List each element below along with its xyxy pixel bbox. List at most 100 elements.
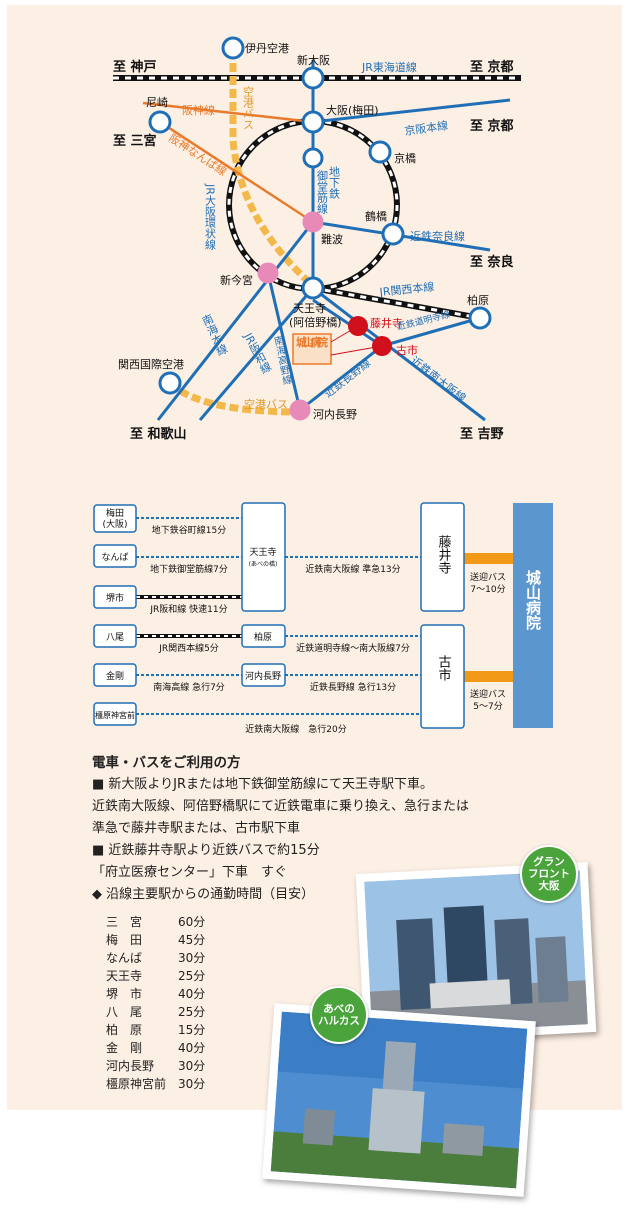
airport-bus-route-south xyxy=(167,380,301,416)
harukas-image xyxy=(270,1011,528,1189)
station-box-furuichi xyxy=(420,624,465,729)
hanshin-namba-line xyxy=(159,120,314,224)
station-tsuruhashi xyxy=(381,222,405,246)
station-fujiidera xyxy=(348,316,368,336)
label-kintetsu-nara: 近鉄奈良線 xyxy=(410,229,465,243)
label-kix: 関西国際空港 xyxy=(118,357,184,371)
label-tokaido: JR東海道線 xyxy=(361,60,417,74)
badge-harukas: あべのハルカス xyxy=(310,986,368,1044)
label-airport-bus2: 空港バス xyxy=(244,397,288,411)
station-kyobashi xyxy=(368,140,392,164)
dest-nara: 至 奈良 xyxy=(470,254,514,270)
label-namba: 難波 xyxy=(321,233,343,246)
route-diagram: 城山病院 梅田 (大阪) なんば 堺市 八尾 xyxy=(93,502,553,735)
hospital-box xyxy=(292,333,332,365)
station-osaka xyxy=(301,110,325,134)
origin-umeda-label2: (大阪) xyxy=(102,518,127,530)
badge-grand-front: グランフロント大阪 xyxy=(520,845,578,903)
bus-bar-2 xyxy=(464,671,513,682)
dest-wakayama: 至 和歌山 xyxy=(130,426,187,442)
station-amagasaki xyxy=(148,110,172,134)
label-tennoji: 天王寺 xyxy=(293,302,326,315)
label-midosuji: 御堂筋線 xyxy=(316,169,329,214)
origin-umeda-label1: 梅田 xyxy=(106,507,124,519)
label-keihan: 京阪本線 xyxy=(403,118,449,138)
origin-kashihara xyxy=(93,702,137,726)
origin-kashihara-label: 橿原神宮前 xyxy=(95,710,135,720)
info-line1: ■ 新大阪よりJRまたは地下鉄御堂筋線にて天王寺駅下車。 xyxy=(92,777,434,792)
label-tsuruhashi: 鶴橋 xyxy=(365,209,387,223)
dest-sannomiya: 至 三宮 xyxy=(113,133,157,149)
bus1-b: 7～10分 xyxy=(470,584,505,595)
hanshin-line xyxy=(142,101,314,124)
label-kyobashi: 京橋 xyxy=(394,151,416,165)
hub-tennoji xyxy=(241,502,286,612)
bus-bar-1 xyxy=(464,553,513,564)
label-shinimamiya: 新今宮 xyxy=(220,273,253,287)
label-furuichi: 古市 xyxy=(396,343,418,357)
hub-kawachinagano-label: 河内長野 xyxy=(245,670,281,682)
airport-bus-route xyxy=(229,50,315,288)
route-hospital: 城山病院 xyxy=(524,569,542,631)
station-kix xyxy=(158,371,182,395)
label-shinosaka: 新大阪 xyxy=(297,53,330,67)
dest-yoshino: 至 吉野 xyxy=(460,427,504,442)
nagano-line xyxy=(299,344,383,412)
station-furuichi-label: 古市 xyxy=(436,655,452,681)
bus1-a: 送迎バス xyxy=(470,571,506,583)
label-kashiwara: 柏原 xyxy=(467,293,489,307)
label-osaka: 大阪(梅田) xyxy=(326,103,379,117)
origin-yao xyxy=(93,624,137,648)
station-fujiidera-label: 藤井寺 xyxy=(436,535,452,574)
seg-sakai: JR阪和線 快速11分 xyxy=(149,603,227,615)
dest-kyoto2: 至 京都 xyxy=(470,118,514,134)
seg-yao: JR関西本線5分 xyxy=(158,642,219,654)
origin-namba xyxy=(93,544,137,568)
koya-line xyxy=(266,272,302,411)
station-kawachinagano xyxy=(289,399,311,421)
label-hospital-map: 城山病院 xyxy=(296,335,328,349)
station-namba xyxy=(302,211,324,233)
seg-namba: 地下鉄御堂筋線7分 xyxy=(150,563,228,575)
origin-namba-label: なんば xyxy=(101,552,128,563)
origin-sakai xyxy=(93,585,137,609)
keihan-line xyxy=(312,98,511,124)
hospital-bar xyxy=(513,503,553,728)
jr-kansai-line xyxy=(312,285,481,321)
origin-umeda xyxy=(93,504,137,533)
hub-kashiwara-label: 柏原 xyxy=(254,631,272,643)
origin-kongo xyxy=(93,663,137,687)
label-amagasaki: 尼崎 xyxy=(146,95,168,109)
nankai-line xyxy=(156,221,315,421)
label-midosuji-prefix: 地下鉄 xyxy=(328,166,341,199)
seg-umeda: 地下鉄谷町線15分 xyxy=(152,524,226,536)
label-loop: JR大阪環状線 xyxy=(204,183,217,250)
label-kansai-honsen: JR関西本線 xyxy=(378,279,435,299)
station-shinimamiya xyxy=(257,262,279,284)
label-itami: 伊丹空港 xyxy=(245,41,289,55)
label-fujiidera: 藤井寺 xyxy=(370,316,403,330)
label-tennoji2: (阿倍野橋) xyxy=(289,315,342,329)
railway-map: 至 神戸 至 京都 至 京都 至 三宮 至 奈良 至 和歌山 至 吉野 伊丹空港… xyxy=(113,36,521,442)
bus2-b: 5～7分 xyxy=(473,701,502,712)
info-line4: ■ 近鉄藤井寺駅より近鉄バスで約15分 xyxy=(92,843,320,858)
seg-tennoji-fujiidera: 近鉄南大阪線 準急13分 xyxy=(305,563,400,575)
bus2-a: 送迎バス xyxy=(470,688,506,700)
seg-kongo: 南海高線 急行7分 xyxy=(153,681,225,693)
dest-kyoto1: 至 京都 xyxy=(470,59,514,75)
seg-kashiwara-furuichi: 近鉄道明寺線～南大阪線7分 xyxy=(296,642,410,654)
origin-sakai-label: 堺市 xyxy=(106,592,124,604)
info-line3: 準急で藤井寺駅または、古市駅下車 xyxy=(92,821,301,836)
station-itami xyxy=(221,36,245,60)
info-line5: 「府立医療センター」下車 すぐ xyxy=(92,865,288,880)
